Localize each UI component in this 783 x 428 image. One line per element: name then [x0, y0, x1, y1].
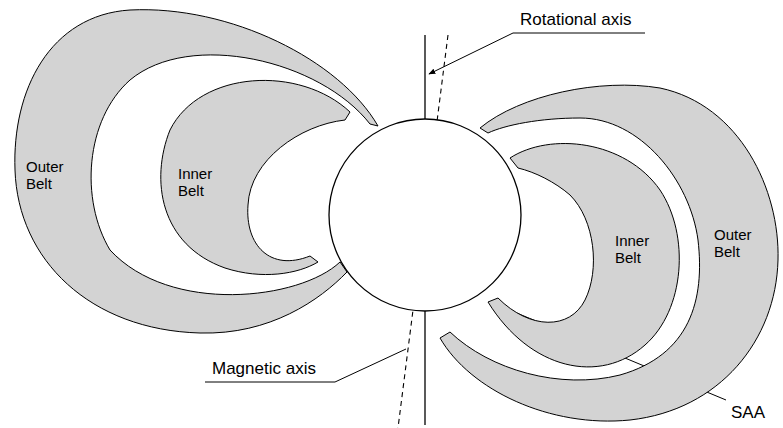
belt-label: Inner Belt — [615, 232, 649, 267]
belt-outline — [161, 80, 350, 274]
anomaly-label: SAA — [731, 403, 765, 423]
radiation-belt: Inner Belt — [155, 70, 355, 290]
leader-line — [335, 349, 406, 382]
radiation-belt: Inner Belt — [482, 128, 688, 383]
belt-shape — [482, 128, 688, 383]
belt-outline — [440, 85, 778, 421]
belt-outline — [488, 144, 679, 367]
belt-label: Outer Belt — [714, 226, 752, 261]
earth-circle — [329, 119, 521, 311]
belt-outline — [15, 10, 378, 333]
leader-line — [429, 33, 513, 74]
radiation-belt: Outer Belt — [436, 78, 782, 428]
axis-label: Rotational axis — [520, 10, 632, 30]
belt-label: Outer Belt — [26, 158, 64, 193]
belt-label: Inner Belt — [178, 165, 212, 200]
label-underline — [205, 382, 335, 383]
axis-label: Magnetic axis — [212, 359, 316, 379]
label-underline — [513, 33, 645, 34]
